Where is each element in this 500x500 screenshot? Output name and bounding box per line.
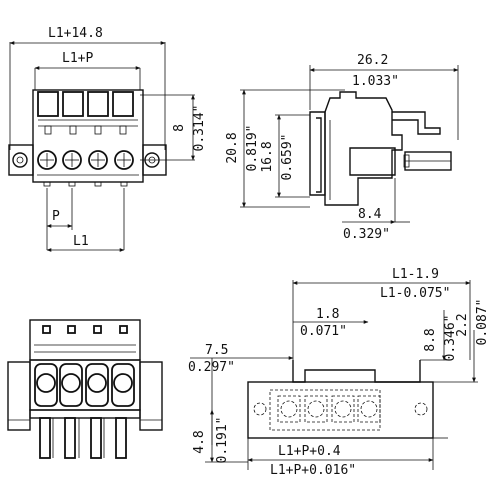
dim-overall-width-label: L1+14.8 (48, 26, 103, 41)
dim-side-inner-mm: 16.8 (260, 141, 275, 172)
top-latch-profile (292, 360, 421, 383)
front-terminal-screws (37, 150, 134, 170)
front-housing (32, 89, 144, 183)
side-view: 26.2 1.033" 20.8 0.819" 16.8 0.659" 8.4 … (225, 53, 459, 242)
front-view: L1+14.8 L1+P 8 0.314" (8, 26, 207, 252)
dim-top-notch-mm: 1.8 (316, 307, 339, 322)
dim-top-flange-in: 0.087" (475, 299, 490, 346)
dim-pin-span-label: L1+P (62, 51, 93, 66)
dim-length-label: L1 (73, 234, 89, 249)
side-latch (392, 111, 441, 135)
dim-side-inner-in: 0.659" (280, 134, 295, 181)
top-view: L1-1.9 L1-0.075" 1.8 0.071" 7.5 0.297" (188, 267, 490, 478)
dim-side-depth-mm: 26.2 (357, 53, 388, 68)
front-flange-right (142, 144, 167, 176)
dim-side-depth-in: 1.033" (352, 74, 399, 89)
dim-top-span-in: L1-0.075" (380, 286, 450, 301)
dim-top-left-mm: 7.5 (205, 343, 228, 358)
dim-top-height-in: 0.346" (443, 315, 458, 362)
dim-top-notch-in: 0.071" (300, 324, 347, 339)
dim-side-offset-mm: 8.4 (358, 207, 382, 222)
dim-top-span-mm: L1-1.9 (392, 267, 439, 282)
dim-pitch-label: P (52, 209, 60, 224)
dim-top-width-mm: L1+P+0.4 (278, 444, 341, 459)
dim-top-height-mm: 8.8 (423, 328, 438, 351)
side-front-plate (309, 111, 326, 196)
top-terminals (253, 395, 428, 423)
dim-front-height-mm: 8 (172, 124, 187, 132)
side-housing (324, 91, 403, 206)
dim-front-height-in: 0.314" (192, 105, 207, 152)
dim-side-height-mm: 20.8 (225, 132, 240, 163)
dim-top-flange-mm: 2.2 (455, 313, 470, 336)
bottom-front-view (7, 319, 163, 459)
dim-top-bottom-mm: 4.8 (192, 430, 207, 453)
top-housing (247, 381, 434, 439)
dim-top-bottom-in: 0.191" (215, 417, 230, 464)
dim-top-left-in: 0.297" (188, 360, 235, 375)
bottom-wire-entries (34, 363, 135, 407)
dim-side-height-in: 0.819" (245, 125, 260, 172)
dim-side-offset-in: 0.329" (343, 227, 390, 242)
front-flange-left (8, 144, 34, 176)
dim-top-width-in: L1+P+0.016" (270, 463, 356, 478)
front-latches (37, 91, 138, 135)
